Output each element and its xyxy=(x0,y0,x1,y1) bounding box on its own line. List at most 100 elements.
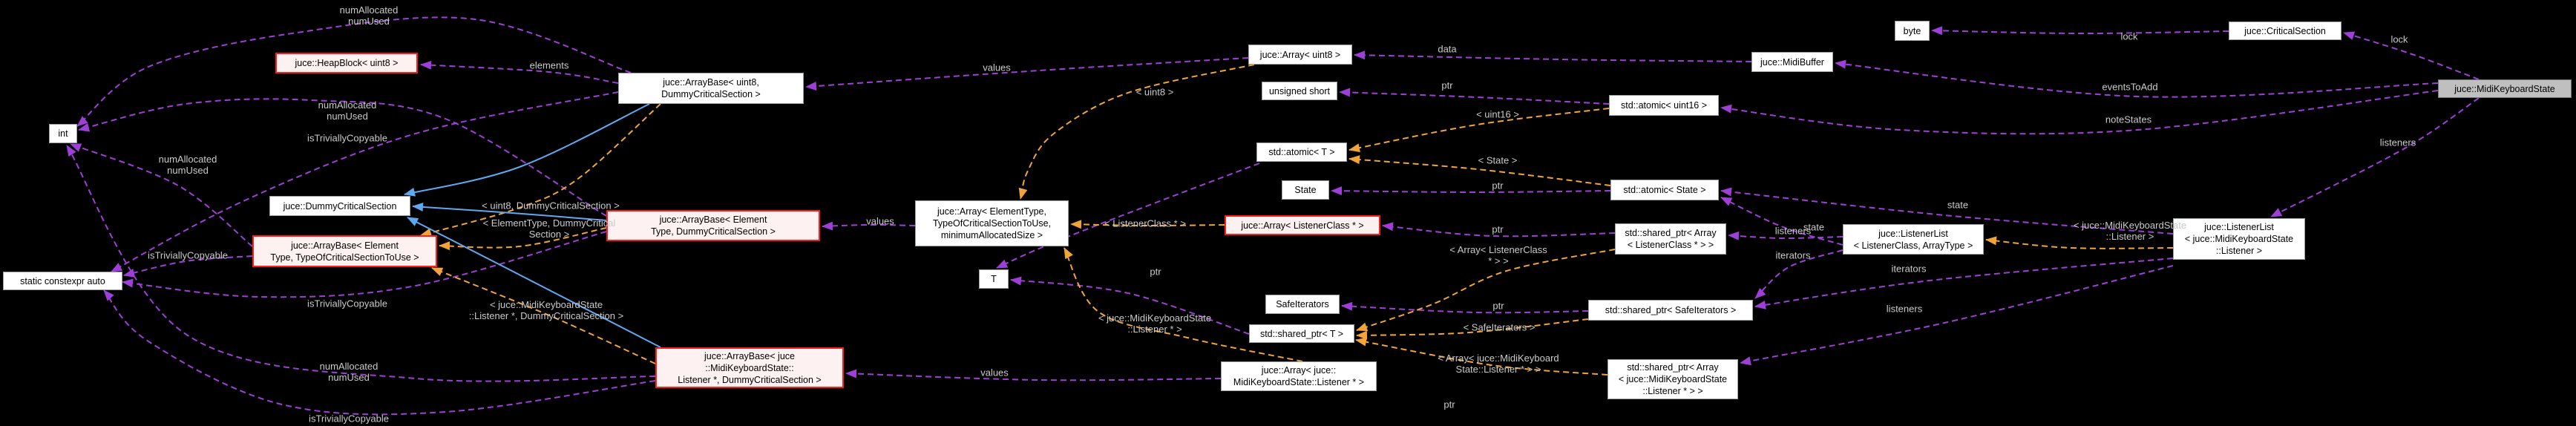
node-label-line: std::atomic< T > xyxy=(1268,147,1335,157)
edge-shared-ptr-array-listenerclass-to-shared-ptr-t xyxy=(1356,249,1616,332)
node-label-line: ::Listener * > > xyxy=(1642,386,1703,396)
edge-arraybase-uint8-to-heapblock-uint8 xyxy=(420,60,619,84)
edge-listenerlist-mks-to-atomic-state xyxy=(1720,187,2174,235)
edge-midikeyboardstate-to-midibuffer xyxy=(1835,59,2439,98)
edge-midikeyboardstate-to-critical-section xyxy=(2343,31,2480,80)
edge-arraybase-uint8-to-static-constexpr-auto xyxy=(111,91,619,272)
node-label-line: std::shared_ptr< Array xyxy=(1627,362,1719,373)
edge-array-uint8-to-arraybase-uint8 xyxy=(805,57,1249,91)
edge-shared-ptr-array-mks-listener-to-shared-ptr-t xyxy=(1355,337,1608,376)
node-shared-ptr-array-listenerclass[interactable]: std::shared_ptr< Array< ListenerClass * … xyxy=(1615,223,1726,255)
edge-shared-ptr-safeiterators-to-safeiterators xyxy=(1341,301,1589,314)
node-arraybase-uint8[interactable]: juce::ArrayBase< uint8,DummyCriticalSect… xyxy=(618,73,804,104)
edge-listenerlist-generic-to-shared-ptr-array-listenerclass xyxy=(1728,231,1843,240)
node-label-line: < juce::MidiKeyboardState xyxy=(1618,374,1728,384)
node-label-line: std::shared_ptr< SafeIterators > xyxy=(1605,305,1737,315)
edge-atomic-t-to-t xyxy=(996,163,1260,269)
node-array-listenerclass[interactable]: juce::Array< ListenerClass * > xyxy=(1225,215,1380,235)
node-label-line: static constexpr auto xyxy=(20,275,105,286)
edge-arraybase-elementtype-dcs-to-static-constexpr-auto xyxy=(122,231,607,298)
node-label-line: DummyCriticalSection > xyxy=(661,89,761,99)
node-shared-ptr-t[interactable]: std::shared_ptr< T > xyxy=(1249,324,1354,343)
node-listenerlist-generic[interactable]: juce::ListenerList< ListenerClass, Array… xyxy=(1843,224,1984,255)
edge-array-uint8-to-array-generic xyxy=(1018,64,1255,200)
node-midikeyboardstate: juce::MidiKeyboardState xyxy=(2438,79,2572,98)
node-array-uint8[interactable]: juce::Array< uint8 > xyxy=(1248,45,1352,65)
node-label-line: < ListenerClass * > > xyxy=(1627,240,1714,250)
edge-atomic-state-to-atomic-t xyxy=(1348,155,1611,186)
edge-shared-ptr-safeiterators-to-shared-ptr-t xyxy=(1356,318,1589,340)
node-label-line: std::shared_ptr< Array xyxy=(1625,228,1717,238)
node-safeiterators[interactable]: SafeIterators xyxy=(1265,295,1340,314)
edge-listenerlist-mks-to-shared-ptr-safeiterators xyxy=(1754,258,2174,309)
node-label-line: unsigned short xyxy=(1268,85,1330,96)
edge-listenerlist-mks-to-shared-ptr-array-mks-listener xyxy=(1740,265,2174,366)
node-critical-section[interactable]: juce::CriticalSection xyxy=(2229,22,2341,40)
node-shared-ptr-safeiterators[interactable]: std::shared_ptr< SafeIterators > xyxy=(1588,300,1753,321)
node-label-line: ::Listener > xyxy=(2215,246,2263,256)
edge-array-generic-to-arraybase-elementtype-dcs xyxy=(822,221,916,231)
edge-atomic-state-to-state xyxy=(1331,186,1611,196)
node-label-line: int xyxy=(58,128,68,139)
edge-arraybase-mks-listener-dcs-to-static-constexpr-auto xyxy=(103,289,656,416)
node-array-generic[interactable]: juce::Array< ElementType,TypeOfCriticalS… xyxy=(915,200,1069,246)
edge-array-mks-listener-to-arraybase-mks-listener-dcs xyxy=(845,369,1222,381)
edge-arraybase-uint8-to-arraybase-generic xyxy=(420,103,661,237)
node-label-line: juce::Array< ElementType, xyxy=(937,206,1046,217)
edge-arraybase-uint8-to-int xyxy=(76,16,632,127)
edge-midibuffer-to-array-uint8 xyxy=(1354,50,1752,62)
node-atomic-state[interactable]: std::atomic< State > xyxy=(1610,180,1719,200)
node-dummy-critical-section[interactable]: juce::DummyCriticalSection xyxy=(269,196,410,216)
edge-listenerlist-generic-to-shared-ptr-safeiterators xyxy=(1754,249,1843,299)
edge-critical-section-to-byte xyxy=(1931,26,2229,36)
node-label-line: MidiKeyboardState::Listener * > xyxy=(1233,377,1365,387)
edge-atomic-uint16-to-atomic-t xyxy=(1348,108,1610,153)
node-label-line: juce::ArrayBase< Element xyxy=(291,240,399,251)
node-label-line: juce::DummyCriticalSection xyxy=(283,200,397,212)
node-state[interactable]: State xyxy=(1282,180,1329,200)
node-unsigned-short[interactable]: unsigned short xyxy=(1262,82,1337,100)
node-static-constexpr-auto[interactable]: static constexpr auto xyxy=(3,272,122,290)
node-label-line: juce::HeapBlock< uint8 > xyxy=(295,58,399,68)
node-atomic-uint16[interactable]: std::atomic< uint16 > xyxy=(1609,95,1719,116)
edge-atomic-uint16-to-unsigned-short xyxy=(1339,88,1610,105)
node-label-line: juce::Array< uint8 > xyxy=(1259,49,1341,60)
node-array-mks-listener[interactable]: juce::Array< juce::MidiKeyboardState::Li… xyxy=(1221,361,1377,391)
edge-shared-ptr-array-listenerclass-to-array-listenerclass xyxy=(1382,222,1616,237)
node-label-line: < juce::MidiKeyboardState xyxy=(2184,234,2294,244)
node-midibuffer[interactable]: juce::MidiBuffer xyxy=(1751,52,1833,72)
edge-array-mks-listener-to-array-generic xyxy=(1063,247,1303,362)
node-label-line: T xyxy=(991,274,997,284)
edge-arraybase-uint8-to-dummy-critical-section xyxy=(404,103,650,197)
node-label-line: juce::ListenerList xyxy=(2204,222,2274,232)
node-label-line: juce::CriticalSection xyxy=(2244,25,2326,36)
edge-arraybase-elementtype-dcs-to-arraybase-generic xyxy=(439,227,607,251)
edge-midikeyboardstate-to-atomic-uint16 xyxy=(1720,90,2439,135)
node-shared-ptr-array-mks-listener[interactable]: std::shared_ptr< Array< juce::MidiKeyboa… xyxy=(1607,359,1738,399)
node-label-line: juce::ArrayBase< Element xyxy=(659,214,767,225)
node-t[interactable]: T xyxy=(979,269,1009,289)
node-label-line: juce::ArrayBase< juce xyxy=(704,350,795,361)
edge-arraybase-generic-to-int xyxy=(70,143,253,247)
node-int[interactable]: int xyxy=(49,124,77,143)
node-heapblock-uint8[interactable]: juce::HeapBlock< uint8 > xyxy=(275,53,418,73)
edge-shared-ptr-t-to-t xyxy=(1010,276,1250,335)
node-label-line: < ListenerClass, ArrayType > xyxy=(1853,240,1973,251)
node-label-line: ::MidiKeyboardState:: xyxy=(705,362,794,373)
edge-arraybase-mks-listener-dcs-to-dummy-critical-section xyxy=(407,217,661,348)
edge-arraybase-mks-listener-dcs-to-int xyxy=(66,145,656,382)
node-arraybase-mks-listener-dcs[interactable]: juce::ArrayBase< juce::MidiKeyboardState… xyxy=(655,347,844,388)
edge-arraybase-elementtype-dcs-to-int xyxy=(78,98,607,217)
node-label-line: State xyxy=(1294,185,1317,195)
node-listenerlist-mks[interactable]: juce::ListenerList< juce::MidiKeyboardSt… xyxy=(2173,218,2305,260)
node-label-line: Type, TypeOfCriticalSectionToUse > xyxy=(270,252,419,263)
edge-arraybase-elementtype-dcs-to-dummy-critical-section xyxy=(412,202,607,221)
node-atomic-t[interactable]: std::atomic< T > xyxy=(1256,142,1347,162)
node-label-line: std::atomic< State > xyxy=(1623,185,1706,195)
node-label-line: juce::Array< ListenerClass * > xyxy=(1241,220,1364,231)
node-byte[interactable]: byte xyxy=(1895,21,1930,41)
